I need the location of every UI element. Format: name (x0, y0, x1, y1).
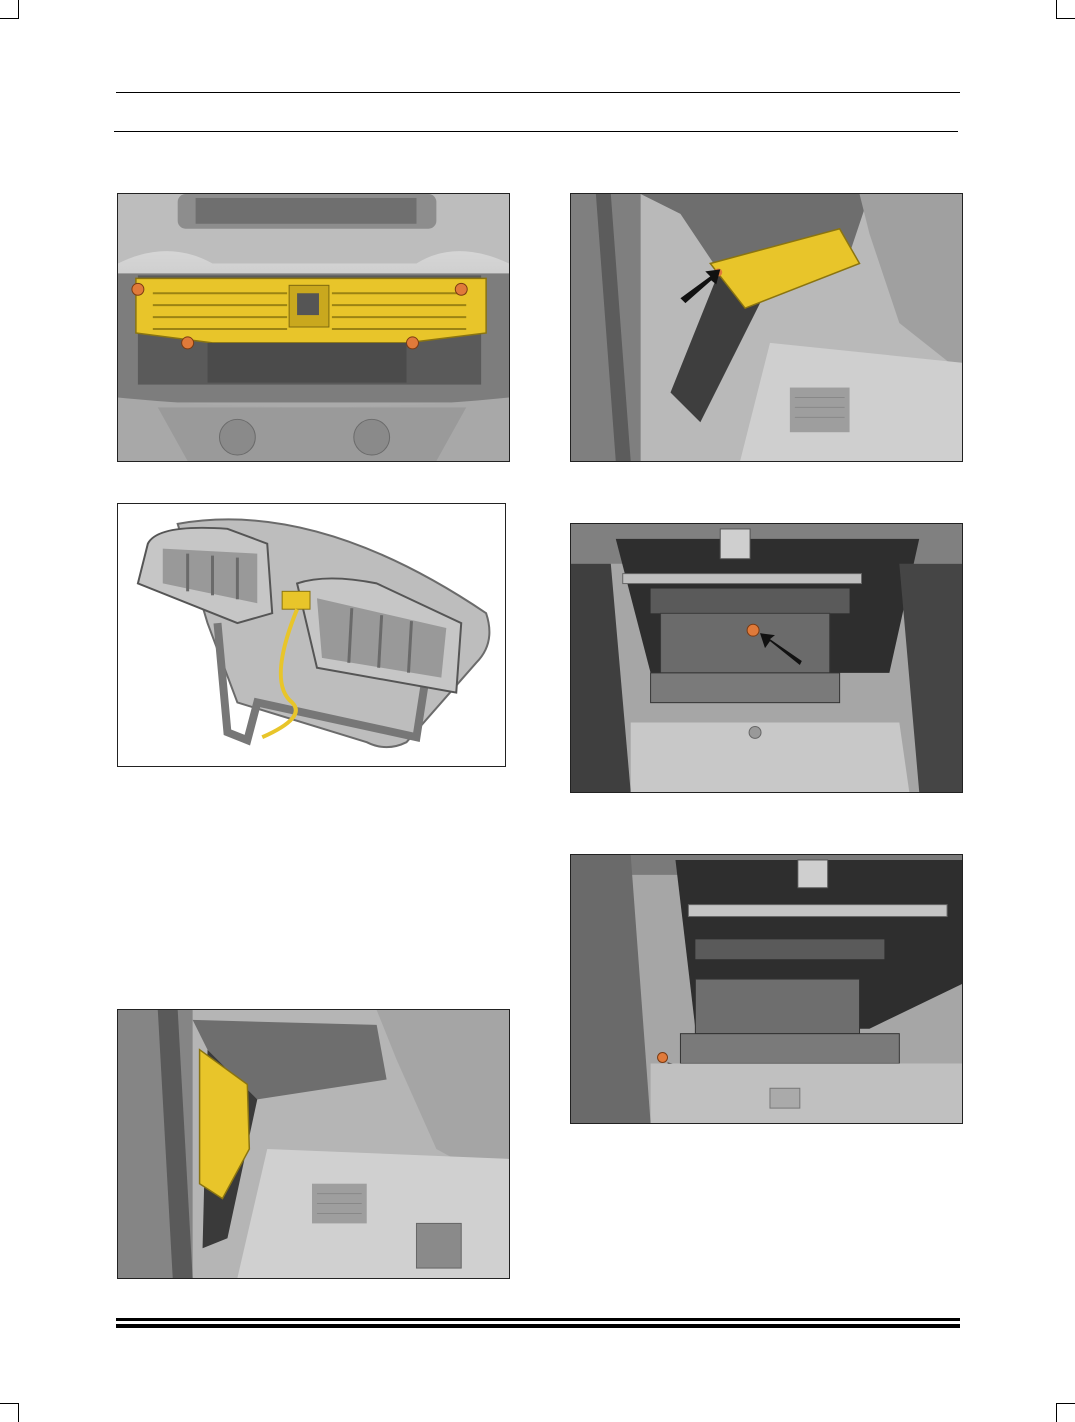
figure-vent-assembly (117, 503, 506, 767)
fastener-marker (746, 623, 760, 637)
vent-assembly-illustration (118, 504, 505, 766)
fastener-marker (454, 282, 468, 296)
end-panel-highlight (198, 1048, 251, 1200)
connector-highlight (281, 590, 311, 610)
header-rule-lower (114, 131, 958, 132)
footer-rule-upper (116, 1318, 960, 1321)
arrow-pointer (680, 269, 721, 304)
center-vent-bezel-illustration (118, 194, 509, 461)
crop-mark-top-left (0, 0, 19, 19)
fastener-marker (657, 1052, 669, 1063)
glovebox-opening-illustration (571, 524, 962, 792)
trim-panel-highlight (709, 227, 861, 310)
crop-mark-bottom-left (0, 1403, 19, 1422)
fastener-marker (406, 336, 419, 350)
footer-rule-lower (116, 1324, 960, 1328)
end-panel-removed-illustration (118, 1010, 509, 1278)
end-trim-panel-illustration (571, 194, 962, 461)
crop-mark-top-right (1056, 0, 1075, 19)
figure-center-vent-bezel (117, 193, 510, 462)
arrow-pointer (760, 633, 802, 665)
fastener-marker (181, 336, 195, 350)
figure-end-trim-panel (570, 193, 963, 462)
crop-mark-bottom-right (1056, 1403, 1075, 1422)
header-rule-upper (116, 92, 960, 93)
figure-glovebox-opening (570, 523, 963, 793)
figure-glovebox-lower-fastener (570, 854, 963, 1124)
wiring-harness-highlight (261, 608, 299, 740)
glovebox-lower-fastener-illustration (571, 855, 962, 1123)
figure-end-panel-removed (117, 1009, 510, 1279)
fastener-marker (131, 282, 145, 296)
